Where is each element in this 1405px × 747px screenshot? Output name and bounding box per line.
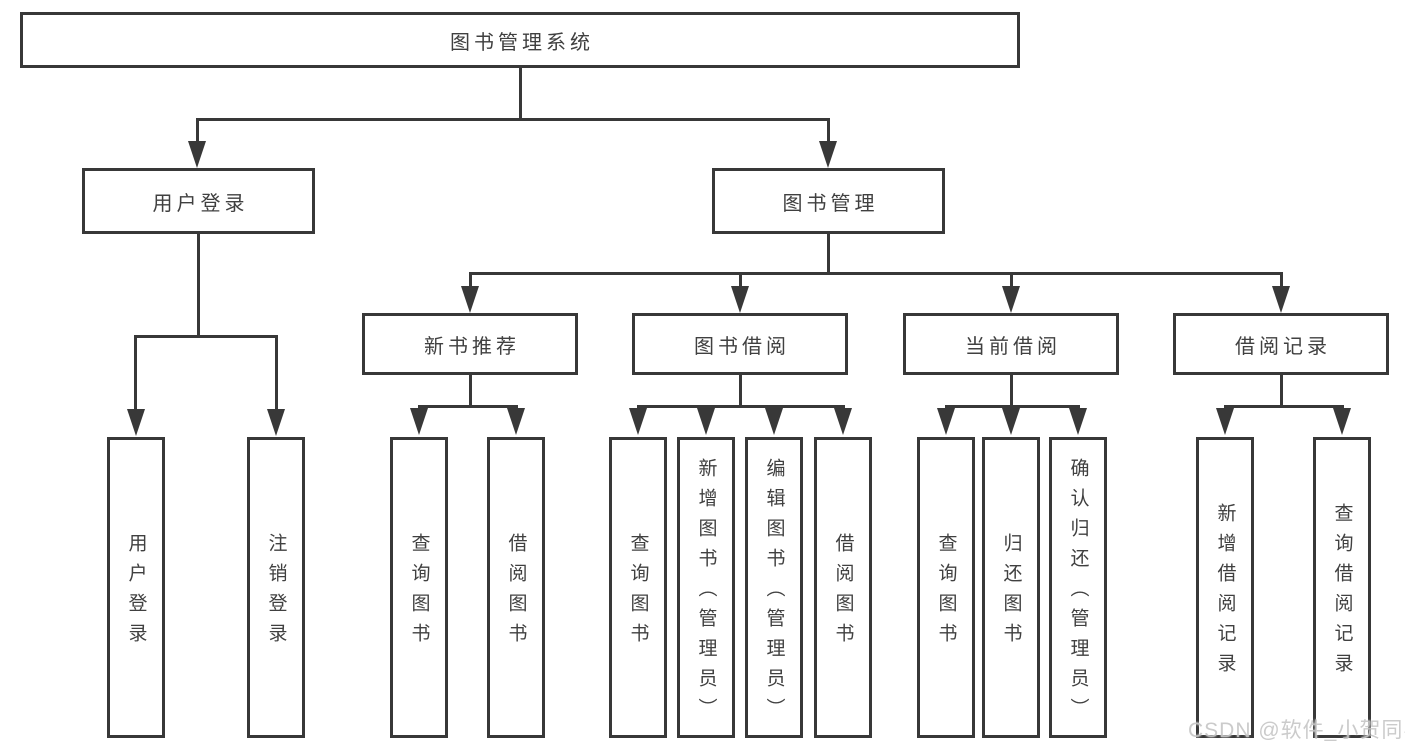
connector-line <box>739 272 742 287</box>
arrow-down-icon <box>461 286 479 313</box>
node-label: 查询图书 <box>627 533 649 653</box>
arrow-down-icon <box>188 141 206 168</box>
node-label: 用户登录 <box>125 533 147 653</box>
node-label: 查询图书 <box>408 533 430 653</box>
node-label: 归还图书 <box>1000 533 1022 653</box>
connector-line <box>637 405 845 408</box>
connector-line <box>196 118 830 121</box>
arrow-down-icon <box>697 408 715 435</box>
node-label: 借阅记录 <box>1235 335 1331 358</box>
node-label: 图书借阅 <box>694 335 790 358</box>
arrow-down-icon <box>834 408 852 435</box>
node-borrow-books-leaf: 借阅图书 <box>814 437 872 738</box>
node-add-borrow-record: 新增借阅记录 <box>1196 437 1254 738</box>
node-query-books-current: 查询图书 <box>917 437 975 738</box>
node-add-book-admin: 新增图书（管理员） <box>677 437 735 738</box>
connector-line <box>945 405 1080 408</box>
node-label: 注销登录 <box>265 533 287 653</box>
arrow-down-icon <box>731 286 749 313</box>
connector-line <box>1224 405 1344 408</box>
node-label: 图书管理系统 <box>450 31 594 54</box>
node-current-borrow: 当前借阅 <box>903 313 1119 375</box>
arrow-down-icon <box>507 408 525 435</box>
node-label: 查询借阅记录 <box>1331 503 1353 683</box>
arrow-down-icon <box>1069 408 1087 435</box>
node-borrow-records: 借阅记录 <box>1173 313 1389 375</box>
node-label: 确认归还（管理员） <box>1067 458 1089 728</box>
arrow-down-icon <box>1002 286 1020 313</box>
arrow-down-icon <box>267 409 285 436</box>
arrow-down-icon <box>1272 286 1290 313</box>
node-label: 编辑图书（管理员） <box>763 458 785 728</box>
connector-line <box>1010 375 1013 408</box>
connector-line <box>418 405 518 408</box>
arrow-down-icon <box>819 141 837 168</box>
node-return-book: 归还图书 <box>982 437 1040 738</box>
connector-line <box>469 375 472 408</box>
node-borrow-books-rec: 借阅图书 <box>487 437 545 738</box>
arrow-down-icon <box>1002 408 1020 435</box>
arrow-down-icon <box>629 408 647 435</box>
node-query-books-rec: 查询图书 <box>390 437 448 738</box>
csdn-watermark: CSDN @软件_小贺同学 <box>1188 719 1405 742</box>
node-confirm-return-admin: 确认归还（管理员） <box>1049 437 1107 738</box>
connector-line <box>275 335 278 409</box>
node-label: 新增借阅记录 <box>1214 503 1236 683</box>
node-label: 查询图书 <box>935 533 957 653</box>
connector-line <box>197 234 200 338</box>
node-new-book-recommend: 新书推荐 <box>362 313 578 375</box>
connector-line <box>134 335 278 338</box>
connector-line <box>519 68 522 118</box>
node-query-books-borrow: 查询图书 <box>609 437 667 738</box>
connector-line <box>196 118 199 144</box>
node-label: 新书推荐 <box>424 335 520 358</box>
connector-line <box>1010 272 1013 287</box>
connector-line <box>1280 272 1283 287</box>
connector-line <box>134 335 137 409</box>
node-user-login-leaf: 用户登录 <box>107 437 165 738</box>
node-query-borrow-record: 查询借阅记录 <box>1313 437 1371 738</box>
connector-line <box>469 272 1283 275</box>
connector-line <box>739 375 742 408</box>
node-label: 用户登录 <box>152 192 249 215</box>
node-label: 借阅图书 <box>505 533 527 653</box>
arrow-down-icon <box>765 408 783 435</box>
node-root-system: 图书管理系统 <box>20 12 1020 68</box>
node-user-login: 用户登录 <box>82 168 315 234</box>
node-label: 借阅图书 <box>832 533 854 653</box>
arrow-down-icon <box>410 408 428 435</box>
arrow-down-icon <box>1216 408 1234 435</box>
node-edit-book-admin: 编辑图书（管理员） <box>745 437 803 738</box>
connector-line <box>827 234 830 275</box>
connector-line <box>469 272 472 287</box>
arrow-down-icon <box>1333 408 1351 435</box>
connector-line <box>1280 375 1283 408</box>
node-book-borrow: 图书借阅 <box>632 313 848 375</box>
connector-line <box>827 118 830 144</box>
arrow-down-icon <box>127 409 145 436</box>
node-book-management: 图书管理 <box>712 168 945 234</box>
node-label: 图书管理 <box>782 192 879 215</box>
node-label: 当前借阅 <box>965 335 1061 358</box>
arrow-down-icon <box>937 408 955 435</box>
node-logout-leaf: 注销登录 <box>247 437 305 738</box>
node-label: 新增图书（管理员） <box>695 458 717 728</box>
